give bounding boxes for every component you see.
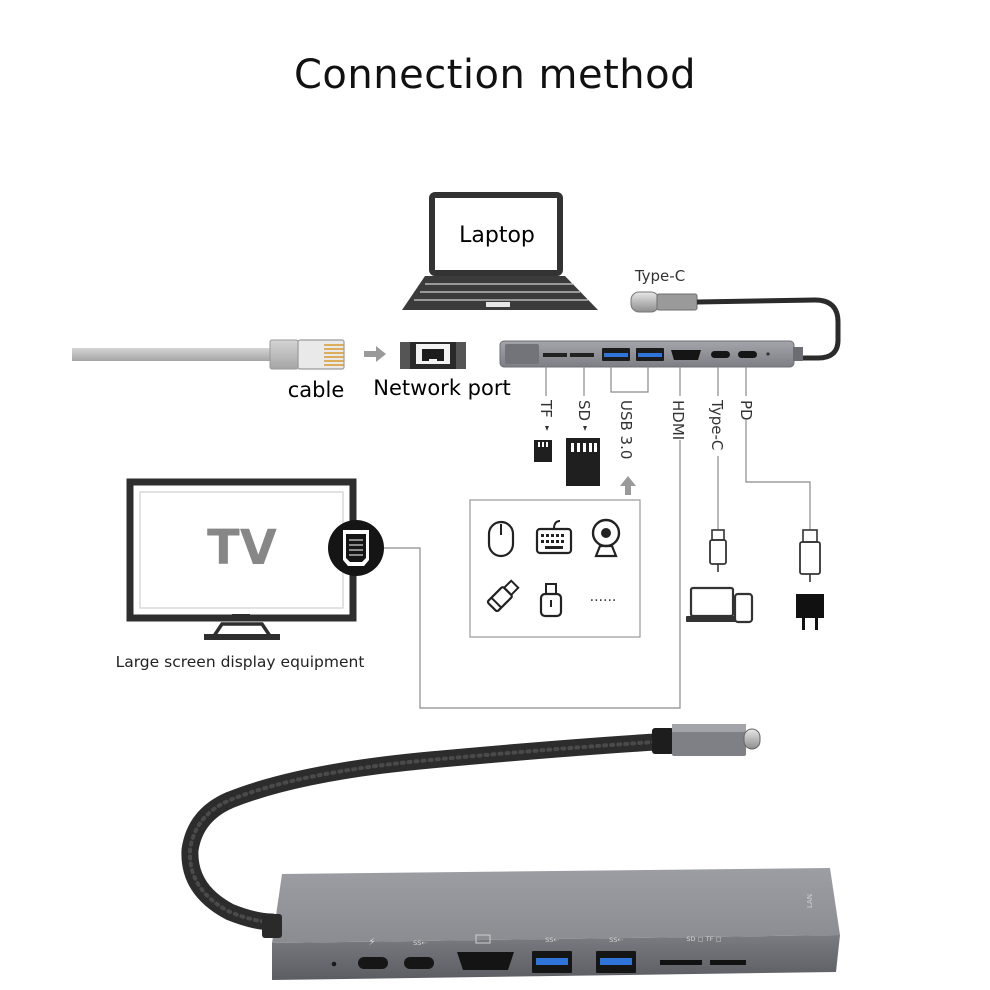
usb-up-arrow-icon: [620, 476, 636, 495]
small-hub-icon: [499, 340, 803, 368]
usb-c-plug-icon: [709, 529, 727, 572]
usb-c-cable-plug-icon: [630, 291, 841, 361]
sd-arrow-icon: [583, 426, 587, 431]
mouse-icon: [487, 520, 515, 558]
usb-stick-icon: [486, 579, 520, 613]
port-label-tf: TF: [537, 399, 555, 418]
large-hub-body: LAN: [262, 868, 840, 980]
rj45-plug-icon: [297, 339, 345, 370]
network-port-label: Network port: [373, 376, 510, 400]
hub-mark-sd-tf: SD ▢ TF ▢: [686, 935, 721, 943]
more-devices-ellipsis: ......: [590, 589, 617, 605]
laptop-label: Laptop: [459, 223, 535, 248]
network-port-icon: [400, 342, 466, 369]
large-screen-label: Large screen display equipment: [116, 653, 365, 671]
large-hub-usb-c-plug-icon: [652, 724, 761, 756]
usb-a-plug-icon: [799, 529, 821, 582]
hub-mark-ss3: SS⇠: [609, 936, 623, 944]
port-label-type-c: Type-C: [708, 399, 726, 450]
port-label-usb3: USB 3.0: [617, 400, 635, 459]
hdmi-connector-icon: [328, 520, 384, 576]
port-label-sd: SD: [575, 400, 593, 421]
webcam-icon: [591, 518, 621, 558]
power-adapter-icon: [796, 594, 824, 630]
usb-drive-icon: [539, 583, 563, 618]
port-connector-lines: [384, 366, 811, 709]
svg-text:LAN: LAN: [806, 894, 814, 908]
page-title: Connection method: [293, 52, 696, 98]
hub-mark-ss2: SS⇠: [545, 936, 559, 944]
micro-sd-icon: [534, 440, 552, 462]
port-label-pd: PD: [737, 400, 755, 421]
arrow-right-icon: [364, 346, 386, 362]
cable-label: cable: [288, 378, 345, 402]
sd-card-icon: [566, 438, 600, 486]
tv-label: TV: [207, 520, 277, 576]
laptop-phone-icon: [686, 586, 754, 624]
hub-mark-ss1: SS⇠: [413, 939, 427, 947]
port-label-hdmi: HDMI: [669, 400, 687, 440]
keyboard-icon: [535, 520, 573, 555]
type-c-cable-label: Type-C: [634, 267, 685, 285]
tf-arrow-icon: [545, 426, 549, 431]
laptop-icon: [402, 192, 598, 310]
hub-mark-pd: ⚡: [368, 937, 375, 948]
large-hub-cable-icon: [181, 733, 664, 931]
ethernet-cable-icon: [72, 339, 299, 370]
